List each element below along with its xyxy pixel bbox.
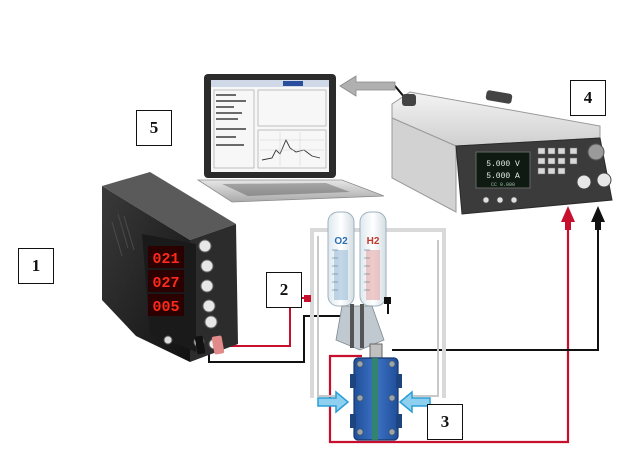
laptop: [196, 74, 385, 203]
dc-power-supply: 021 027 005: [102, 172, 238, 362]
load-display-line-2: 5.000 A: [486, 172, 520, 181]
label-text: 1: [31, 256, 41, 275]
label-text: 4: [583, 88, 593, 107]
h2-label: H2: [367, 236, 380, 247]
load-keypad: [537, 147, 578, 175]
load-negative-terminal: [591, 206, 605, 230]
label-text: 2: [279, 280, 289, 299]
voltage-display: [148, 246, 184, 268]
label-electrolyzer: 3: [427, 404, 463, 440]
label-power-supply: 1: [18, 248, 54, 284]
label-text: 5: [149, 118, 159, 137]
label-text: 3: [440, 412, 450, 431]
readout-current: 027: [152, 275, 179, 292]
load-display-line-1: 5.000 V: [486, 160, 520, 169]
load-knob: [587, 143, 605, 161]
label-gas-burettes: 2: [266, 272, 302, 308]
load-display-small: CC 0.000: [491, 182, 515, 188]
electrolyzer-cell: [350, 343, 402, 441]
load-display: [475, 151, 531, 189]
readout-power: 005: [152, 299, 179, 316]
current-display: [148, 270, 184, 292]
electronic-load: 5.000 V 5.000 A CC 0.000: [391, 90, 613, 230]
burette-positive-port: [304, 295, 311, 302]
readout-voltage: 021: [152, 251, 179, 268]
knobs: [198, 239, 218, 329]
label-electronic-load: 4: [570, 80, 606, 116]
gas-collection-burettes: O2 H2: [304, 211, 446, 398]
data-arrow: [339, 75, 396, 97]
load-positive-terminal: [561, 206, 575, 230]
burette-negative-port: [384, 297, 391, 304]
label-laptop: 5: [136, 110, 172, 146]
o2-label: O2: [334, 236, 348, 247]
power-display: [148, 294, 184, 316]
